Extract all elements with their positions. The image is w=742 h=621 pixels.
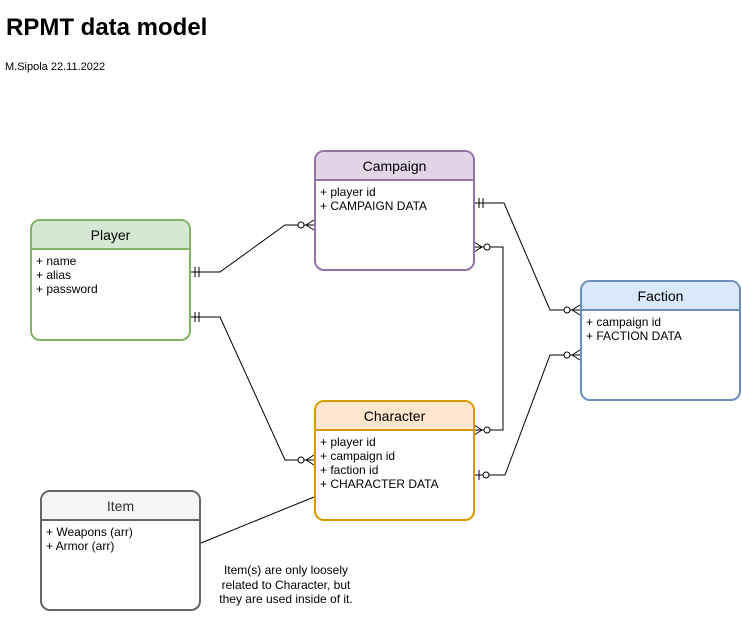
- entity-faction[interactable]: Faction + campaign id + FACTION DATA: [580, 280, 741, 401]
- field: + player id: [320, 185, 376, 199]
- relationship-campaign-character: [473, 241, 504, 436]
- field: + campaign id: [586, 315, 662, 329]
- field: + faction id: [320, 463, 379, 477]
- entity-item[interactable]: Item + Weapons (arr) + Armor (arr): [40, 490, 201, 611]
- relationship-item-character: [200, 496, 315, 544]
- field: + FACTION DATA: [586, 329, 682, 343]
- field: + password: [36, 282, 98, 296]
- field: + CAMPAIGN DATA: [320, 199, 428, 213]
- entity-player-fields: + name + alias + password: [32, 250, 189, 296]
- relationship-campaign-faction: [474, 198, 581, 316]
- entity-campaign-fields: + player id + CAMPAIGN DATA: [316, 181, 473, 213]
- field: + CHARACTER DATA: [320, 477, 439, 491]
- entity-item-header: Item: [42, 492, 199, 521]
- entity-item-fields: + Weapons (arr) + Armor (arr): [42, 521, 199, 553]
- author-date: M.Sipola 22.11.2022: [5, 61, 106, 73]
- entity-player[interactable]: Player + name + alias + password: [30, 219, 191, 341]
- entity-faction-header: Faction: [582, 282, 739, 311]
- relationship-player-campaign: [190, 219, 315, 277]
- field: + Weapons (arr): [46, 525, 133, 539]
- relationship-player-character: [190, 312, 315, 466]
- entity-character-fields: + player id + campaign id + faction id +…: [316, 431, 473, 491]
- field: + Armor (arr): [46, 539, 115, 553]
- entity-campaign-header: Campaign: [316, 152, 473, 181]
- entity-campaign[interactable]: Campaign + player id + CAMPAIGN DATA: [314, 150, 475, 271]
- note-line: related to Character, but: [221, 577, 351, 592]
- entity-character-header: Character: [316, 402, 473, 431]
- field: + campaign id: [320, 449, 396, 463]
- entity-player-header: Player: [32, 221, 189, 250]
- field: + player id: [320, 435, 376, 449]
- field: + alias: [36, 268, 72, 282]
- note-line: Item(s) are only loosely: [223, 563, 349, 577]
- field: + name: [36, 254, 77, 268]
- relationship-character-faction: [474, 349, 581, 480]
- entity-character[interactable]: Character + player id + campaign id + fa…: [314, 400, 475, 521]
- item-note: Item(s) are only loosely related to Char…: [212, 563, 360, 607]
- diagram-title: RPMT data model: [6, 14, 208, 41]
- entity-faction-fields: + campaign id + FACTION DATA: [582, 311, 739, 343]
- note-line: they are used inside of it.: [219, 592, 353, 606]
